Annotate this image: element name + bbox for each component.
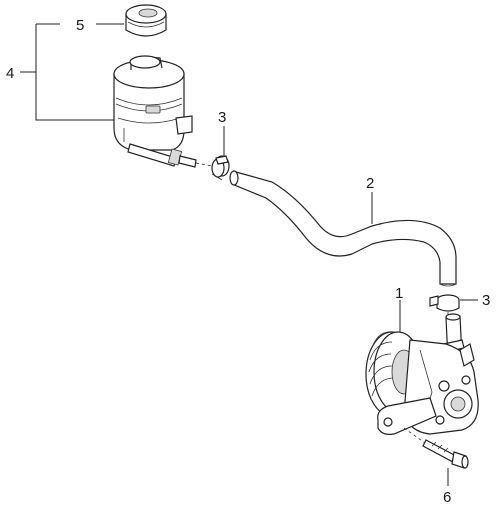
- callout-pump: 1: [395, 285, 403, 302]
- hose-clamp-lower[interactable]: [429, 294, 460, 322]
- callout-clamp-lower: 3: [482, 292, 490, 309]
- callout-bolt: 6: [443, 489, 451, 506]
- callout-cap: 5: [76, 17, 84, 34]
- power-steering-pump[interactable]: [365, 313, 479, 449]
- callout-hose: 2: [366, 175, 374, 192]
- leader-reservoir-bracket: [20, 23, 114, 121]
- power-steering-reservoir[interactable]: [113, 55, 213, 168]
- suction-hose[interactable]: [229, 170, 457, 287]
- reservoir-cap[interactable]: [125, 4, 167, 37]
- mounting-bolt[interactable]: [422, 439, 469, 469]
- hose-clamp-upper[interactable]: [211, 155, 230, 181]
- callout-reservoir: 4: [6, 65, 14, 82]
- callout-clamp-upper: 3: [218, 109, 226, 126]
